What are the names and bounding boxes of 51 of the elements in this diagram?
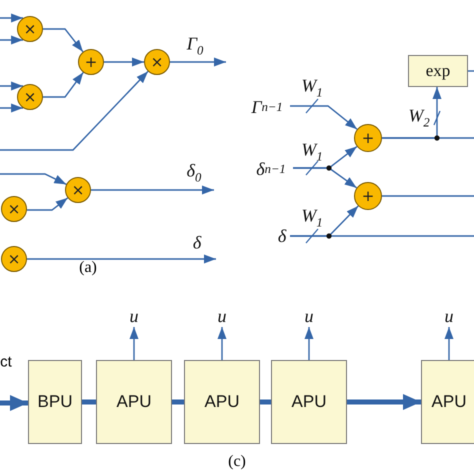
- signal-label: u: [301, 305, 317, 327]
- arrow: [293, 167, 358, 188]
- operator-circle: +: [354, 182, 382, 210]
- process-box: APU: [184, 360, 260, 444]
- signal-label: u: [126, 305, 142, 327]
- process-box: APU: [271, 360, 347, 444]
- operator-circle: ×: [144, 49, 170, 75]
- weight-label: W$_{1}$: [301, 140, 323, 164]
- arrow: [0, 70, 149, 151]
- panel-caption: (a): [79, 259, 97, 277]
- arrow: [27, 254, 216, 264]
- arrow: [43, 72, 84, 98]
- arrow: [304, 327, 314, 360]
- weight-label: W$_{1}$: [301, 76, 323, 100]
- process-box: exp: [408, 55, 468, 87]
- arrow: [0, 36, 24, 44]
- arrow: [0, 173, 67, 185]
- operator-circle: ×: [1, 246, 27, 272]
- edge-label: Γ$_{0}$: [186, 34, 204, 58]
- arrow: [170, 58, 226, 66]
- process-box: APU: [421, 360, 474, 444]
- arrow: [104, 58, 144, 66]
- arrow: [347, 394, 421, 410]
- arrow: [43, 28, 84, 52]
- operator-circle: ×: [65, 177, 91, 203]
- signal-label: δ: [274, 224, 290, 248]
- operator-circle: ×: [17, 16, 43, 42]
- arrow: [0, 395, 28, 411]
- arrow: [26, 197, 68, 211]
- arrow: [130, 327, 138, 360]
- operator-circle: ×: [17, 84, 43, 110]
- operator-circle: ×: [1, 196, 27, 222]
- weight-label: W$_{2}$: [408, 106, 430, 130]
- arrow: [290, 105, 358, 130]
- arrow: [0, 82, 24, 90]
- arrow: [444, 327, 454, 360]
- operator-circle: +: [78, 49, 104, 75]
- signal-label: u: [441, 305, 457, 327]
- signal-label: ct: [0, 354, 12, 370]
- weight-label: W$_{1}$: [301, 206, 323, 230]
- operator-circle: +: [354, 124, 382, 152]
- edge-label: δ: [192, 232, 202, 254]
- arrow: [91, 186, 214, 194]
- arrow: [0, 14, 24, 22]
- arrow: [218, 327, 226, 360]
- signal-label: u: [214, 305, 230, 327]
- edge-label: δ$_{0}$: [186, 160, 202, 186]
- process-box: BPU: [28, 360, 82, 444]
- panel-caption: (c): [228, 453, 246, 471]
- arrow: [0, 104, 24, 112]
- process-box: APU: [96, 360, 172, 444]
